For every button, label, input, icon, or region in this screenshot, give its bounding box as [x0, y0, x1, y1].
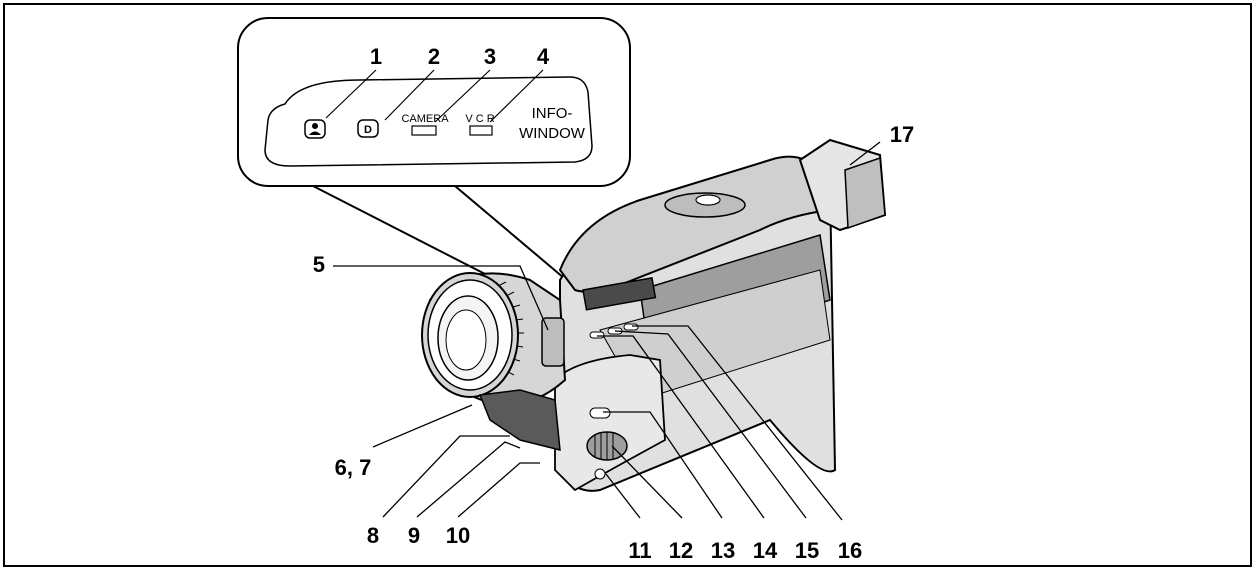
callout-10: 10: [446, 523, 470, 548]
callout-14: 14: [753, 538, 778, 563]
callout-13: 13: [711, 538, 735, 563]
callout-3: 3: [484, 44, 496, 69]
vcr-lamp-indicator: V C R: [465, 113, 495, 136]
callout-8: 8: [367, 523, 379, 548]
diagram-border: [3, 3, 1252, 567]
callout-12: 12: [669, 538, 693, 563]
callout-15: 15: [795, 538, 819, 563]
info-window-label-line2: WINDOW: [519, 125, 586, 142]
callout-9: 9: [408, 523, 420, 548]
camcorder-illustration: [421, 138, 887, 492]
camera-lamp-indicator: CAMERA: [401, 113, 449, 136]
callout-17: 17: [890, 122, 914, 147]
callout-numbers: 1 2 3 4 5 6, 7 8 9 10 11 12 13 14 15 16 …: [313, 44, 914, 563]
callout-5: 5: [313, 252, 325, 277]
callout-4: 4: [537, 44, 550, 69]
camera-lamp-label: CAMERA: [401, 113, 449, 125]
callout-1: 1: [370, 44, 382, 69]
info-window-inset: D CAMERA V C R INFO- WINDOW: [237, 17, 631, 321]
info-window-label-line1: INFO-: [532, 105, 573, 122]
callout-16: 16: [838, 538, 862, 563]
d-button-label: D: [364, 124, 372, 136]
vcr-lamp-label: V C R: [465, 113, 494, 125]
callout-2: 2: [428, 44, 440, 69]
leader-lines: [333, 141, 881, 521]
callout-6-7: 6, 7: [335, 455, 372, 480]
d-button-icon: D: [357, 119, 379, 138]
person-button-icon: [304, 119, 326, 139]
callout-11: 11: [628, 538, 651, 563]
